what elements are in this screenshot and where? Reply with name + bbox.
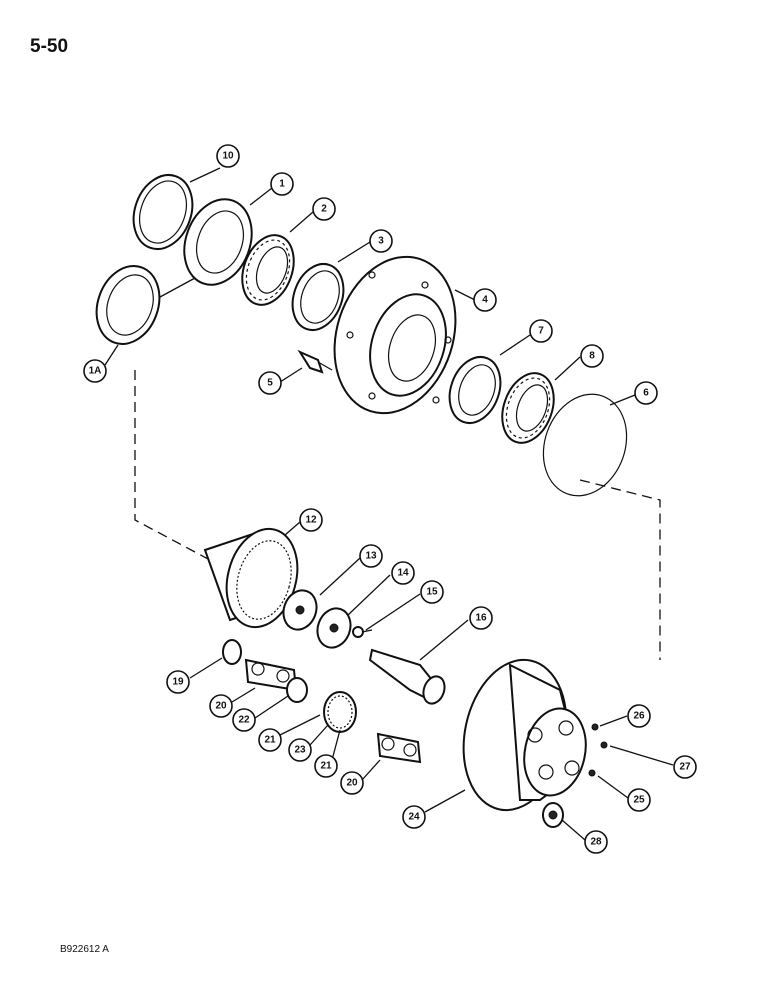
part-wheel-hub-4[interactable] [315,241,475,429]
svg-text:23: 23 [294,745,306,756]
part-plug-27[interactable] [600,741,608,749]
callout-26: 26 [627,704,651,728]
part-bearing-cup-3[interactable] [284,257,352,337]
svg-text:1A: 1A [89,366,102,377]
part-spacer-22[interactable] [286,677,308,703]
callout-4: 4 [473,288,497,312]
callout-13: 13 [359,544,383,568]
callout-6: 6 [634,381,658,405]
callout-19: 19 [166,670,190,694]
svg-text:26: 26 [633,711,645,722]
callout-12: 12 [299,508,323,532]
part-input-shaft-16[interactable] [368,648,448,707]
callout-20-upper: 20 [209,694,233,718]
part-seal-1a[interactable] [86,257,170,353]
part-bearing-cup-7[interactable] [441,350,509,430]
callout-28: 28 [584,830,608,854]
part-seal-ring-10[interactable] [124,167,203,258]
part-carrier-plate-20-lower[interactable] [376,732,422,764]
svg-text:19: 19 [172,677,184,688]
part-snap-ring-19[interactable] [222,639,242,665]
callout-14: 14 [391,561,415,585]
part-thrust-washer-14[interactable] [312,604,356,653]
callout-23: 23 [288,738,312,762]
callout-15: 15 [420,580,444,604]
part-stud-5[interactable] [297,349,333,374]
svg-text:2: 2 [321,204,327,215]
callout-3: 3 [369,229,393,253]
svg-text:10: 10 [222,151,234,162]
svg-text:14: 14 [397,568,409,579]
svg-text:27: 27 [679,762,691,773]
figure-code: B922612 A [60,944,109,955]
part-thrust-washer-13[interactable] [278,586,322,635]
callout-24: 24 [402,805,426,829]
callout-21-upper: 21 [258,728,282,752]
callout-21-lower: 21 [314,754,338,778]
svg-text:3: 3 [378,236,384,247]
callout-22: 22 [232,708,256,732]
part-screw-15[interactable] [352,626,373,638]
part-bearing-cone-2[interactable] [233,228,303,312]
callout-20-lower: 20 [340,771,364,795]
svg-text:20: 20 [346,778,358,789]
callout-5: 5 [258,371,282,395]
svg-text:22: 22 [238,715,250,726]
part-o-ring-6[interactable] [530,382,641,507]
part-seal-1[interactable] [173,190,263,295]
part-plug-25[interactable] [588,769,596,777]
svg-text:1: 1 [279,179,285,190]
svg-text:4: 4 [482,295,488,306]
callout-27: 27 [673,755,697,779]
svg-text:20: 20 [215,701,227,712]
part-ring-gear-12[interactable] [203,521,308,635]
callout-1: 1 [270,172,294,196]
part-plug-26[interactable] [591,723,599,731]
svg-text:21: 21 [320,761,332,772]
callout-25: 25 [627,788,651,812]
page-number: 5-50 [30,36,69,57]
callout-1a: 1A [83,359,107,383]
part-bearing-cone-8[interactable] [493,366,563,450]
svg-text:25: 25 [633,795,645,806]
callout-8: 8 [580,344,604,368]
callout-10: 10 [216,144,240,168]
callout-2: 2 [312,197,336,221]
svg-text:28: 28 [590,837,602,848]
svg-text:24: 24 [408,812,420,823]
part-planetary-housing-24[interactable] [450,650,593,819]
svg-text:5: 5 [267,378,273,389]
assembly-dashed-line [134,370,661,660]
part-nut-28[interactable] [542,802,564,828]
svg-text:21: 21 [264,735,276,746]
svg-text:13: 13 [365,551,377,562]
svg-text:16: 16 [475,613,487,624]
callout-7: 7 [529,319,553,343]
callout-16: 16 [469,606,493,630]
part-planet-gear-23[interactable] [323,691,357,733]
svg-text:15: 15 [426,587,438,598]
svg-text:6: 6 [643,388,649,399]
svg-text:12: 12 [305,515,317,526]
svg-text:7: 7 [538,326,544,337]
svg-text:8: 8 [589,351,595,362]
